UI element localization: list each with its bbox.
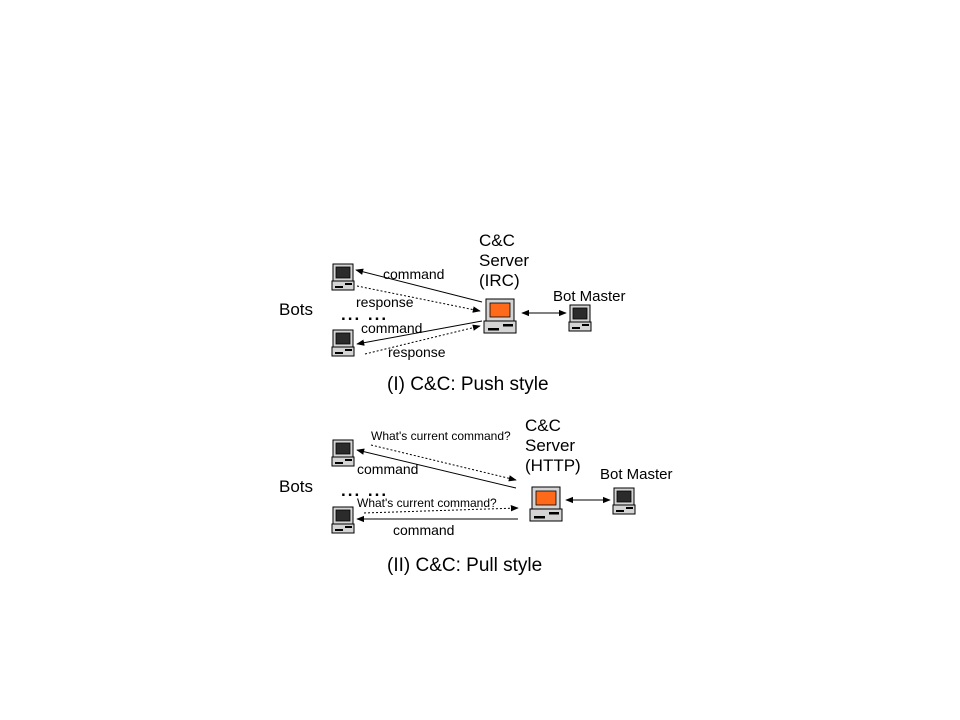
pull-server-label-line2: Server xyxy=(525,436,575,455)
pull-style-panel: C&C Server (HTTP) Bots Bot Master What's… xyxy=(279,416,673,576)
push-server-label-line1: C&C xyxy=(479,231,515,250)
push-botmaster-computer-icon xyxy=(568,304,592,332)
pull-server-label-line1: C&C xyxy=(525,416,561,435)
pull-bots-label: Bots xyxy=(279,477,313,496)
pull-bot-computer-icon-bottom xyxy=(331,506,355,534)
pull-server-computer-icon xyxy=(529,486,563,522)
push-server-label-line2: Server xyxy=(479,251,529,270)
pull-command-label-bottom: command xyxy=(393,522,454,538)
push-server-label-line3: (IRC) xyxy=(479,271,520,290)
push-style-panel: C&C Server (IRC) Bots Bot Master command… xyxy=(279,231,626,395)
pull-ellipsis: ... ... xyxy=(341,481,388,500)
push-caption: (I) C&C: Push style xyxy=(387,374,549,395)
push-command-arrow-top xyxy=(355,268,483,303)
push-bot-computer-icon-bottom xyxy=(331,329,355,357)
pull-botmaster-label: Bot Master xyxy=(600,466,673,483)
pull-command-arrow-top xyxy=(356,448,517,489)
pull-query-arrow-bottom xyxy=(363,505,519,514)
pull-query-label-bottom: What's current command? xyxy=(357,496,497,510)
push-command-label-top: command xyxy=(383,266,444,282)
pull-botmaster-computer-icon xyxy=(612,487,636,515)
push-bots-label: Bots xyxy=(279,300,313,319)
pull-query-label-top: What's current command? xyxy=(371,429,511,443)
pull-server-label-line3: (HTTP) xyxy=(525,456,581,475)
pull-query-arrow-top xyxy=(370,444,517,482)
push-botmaster-label: Bot Master xyxy=(553,288,626,305)
push-ellipsis: ... ... xyxy=(341,305,388,324)
push-command-label-bottom: command xyxy=(361,320,422,336)
push-response-arrow-top xyxy=(356,285,481,313)
pull-bot-computer-icon-top xyxy=(331,439,355,467)
pull-caption: (II) C&C: Pull style xyxy=(387,555,542,576)
push-response-label-top: response xyxy=(356,294,414,310)
pull-command-label-top: command xyxy=(357,461,418,477)
push-bot-computer-icon-top xyxy=(331,263,355,291)
push-command-arrow-bottom xyxy=(356,320,483,346)
push-response-label-bottom: response xyxy=(388,344,446,360)
push-server-computer-icon xyxy=(483,298,517,334)
